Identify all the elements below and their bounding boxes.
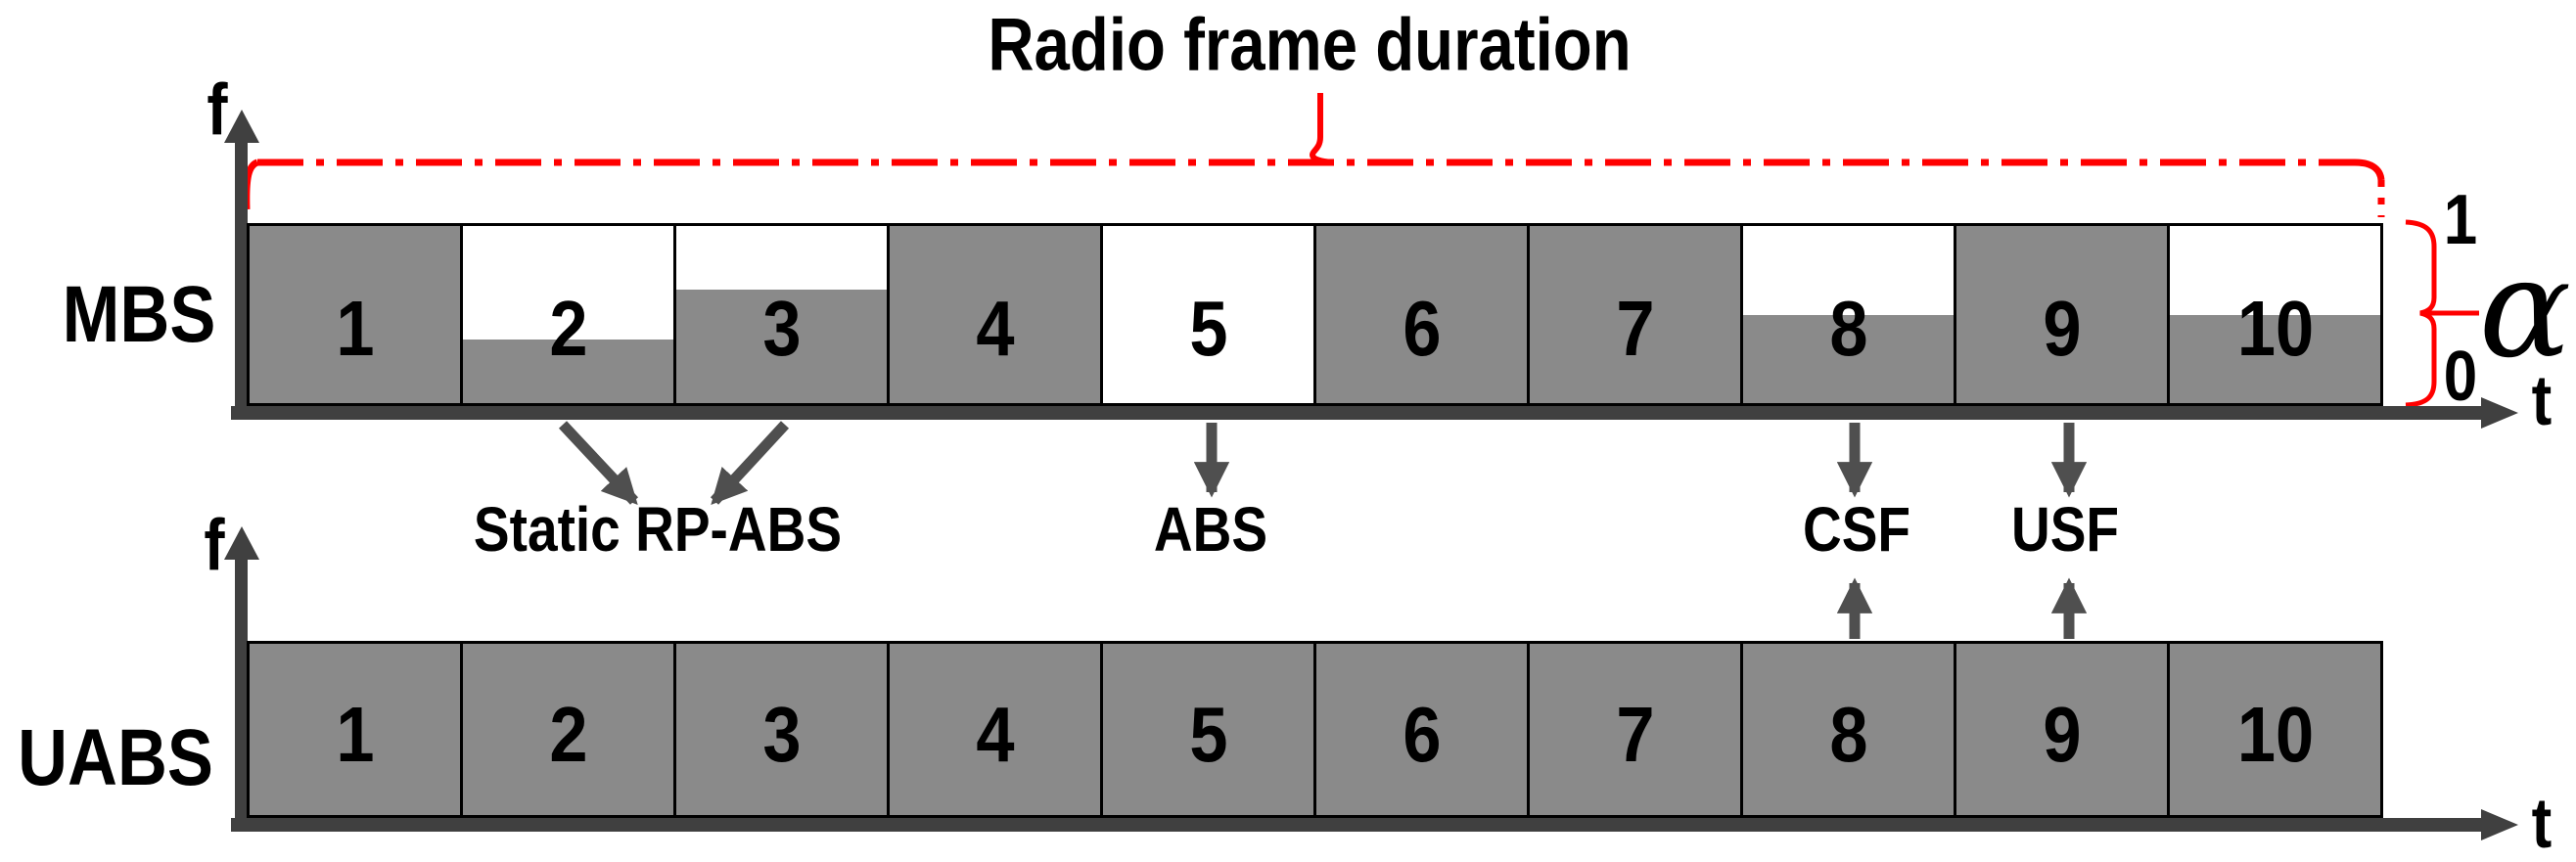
uabs-subframe-6-number: 6 xyxy=(1402,690,1442,778)
uabs-f-axis-label: f xyxy=(204,504,225,586)
mbs-subframe-4-number: 4 xyxy=(975,284,1015,372)
mbs-subframe-10-power-fill xyxy=(2170,314,2380,403)
mbs-row-label: MBS xyxy=(62,270,216,359)
uabs-subframe-8: 8 xyxy=(1743,644,1956,815)
mbs-subframe-7-power-fill xyxy=(1530,226,1740,403)
mbs-t-axis-arrowhead-icon xyxy=(2481,397,2518,429)
static-rp-abs-label: Static RP-ABS xyxy=(473,494,843,565)
uabs-subframe-10-power-fill xyxy=(2170,644,2380,815)
mbs-f-axis-label: f xyxy=(207,68,228,151)
mbs-subframe-4-power-fill xyxy=(890,226,1100,403)
duration-line-left-hook xyxy=(243,159,259,210)
uabs-subframe-7-power-fill xyxy=(1530,644,1740,815)
uabs-subframe-4-power-fill xyxy=(890,644,1100,815)
mbs-subframe-2-number: 2 xyxy=(548,284,588,372)
mbs-subframe-3: 3 xyxy=(676,226,890,403)
mbs-subframe-7-number: 7 xyxy=(1615,284,1655,372)
mbs-subframe-4: 4 xyxy=(890,226,1103,403)
uabs-subframe-1-number: 1 xyxy=(335,690,375,778)
uabs-subframe-9-number: 9 xyxy=(2042,690,2082,778)
power-scale-top-label: 1 xyxy=(2443,181,2478,259)
csf-label: CSF xyxy=(1802,494,1911,565)
mbs-t-axis-label: t xyxy=(2531,362,2553,440)
uabs-t-axis-arrowhead-icon xyxy=(2481,809,2518,840)
uabs-f-axis xyxy=(235,559,248,818)
diagram-title: Radio frame duration xyxy=(988,3,1632,87)
mbs-subframe-9-power-fill xyxy=(1956,226,2167,403)
mbs-subframe-7: 7 xyxy=(1530,226,1743,403)
mbs-subframe-9-number: 9 xyxy=(2042,284,2082,372)
mbs-subframe-3-power-fill xyxy=(676,290,887,403)
uabs-subframe-6: 6 xyxy=(1316,644,1530,815)
duration-line-right-corner xyxy=(2354,159,2385,181)
abs-label: ABS xyxy=(1153,494,1268,565)
uabs-subframe-7: 7 xyxy=(1530,644,1743,815)
mbs-t-axis xyxy=(231,406,2483,420)
mbs-subframe-5-number: 5 xyxy=(1188,284,1228,372)
mbs-f-axis xyxy=(235,142,248,406)
rp-abs-arrow-from-subframe-3 xyxy=(710,421,790,506)
uabs-subframe-7-number: 7 xyxy=(1615,690,1655,778)
mbs-subframe-8-number: 8 xyxy=(1828,284,1868,372)
mbs-subframe-1-power-fill xyxy=(250,226,460,403)
alpha-brace xyxy=(2405,219,2437,408)
uabs-subframe-5-power-fill xyxy=(1103,644,1313,815)
uabs-t-axis-label: t xyxy=(2531,785,2553,862)
mbs-subframe-1-number: 1 xyxy=(335,284,375,372)
uabs-subframe-10: 10 xyxy=(2170,644,2380,815)
mbs-subframe-2-power-fill xyxy=(463,339,673,403)
alpha-symbol: α xyxy=(2478,229,2572,389)
mbs-subframe-9: 9 xyxy=(1956,226,2170,403)
mbs-f-axis-arrowhead-icon xyxy=(224,110,259,143)
mbs-subframe-6-power-fill xyxy=(1316,226,1527,403)
mbs-subframe-2: 2 xyxy=(463,226,676,403)
mbs-subframe-5: 5 xyxy=(1103,226,1316,403)
uabs-subframe-8-number: 8 xyxy=(1828,690,1868,778)
uabs-subframe-4-number: 4 xyxy=(975,690,1015,778)
uabs-subframe-9-power-fill xyxy=(1956,644,2167,815)
uabs-t-axis xyxy=(231,818,2483,832)
uabs-subframe-1-power-fill xyxy=(250,644,460,815)
uabs-subframe-10-number: 10 xyxy=(2236,690,2314,778)
mbs-subframe-8: 8 xyxy=(1743,226,1956,403)
mbs-subframe-3-number: 3 xyxy=(761,284,802,372)
mbs-subframe-6-number: 6 xyxy=(1402,284,1442,372)
mbs-subframe-8-power-fill xyxy=(1743,314,1954,403)
uabs-subframe-8-power-fill xyxy=(1743,644,1954,815)
uabs-subframe-2-power-fill xyxy=(463,644,673,815)
usf-label: USF xyxy=(2010,494,2120,565)
uabs-subframe-3-power-fill xyxy=(676,644,887,815)
uabs-f-axis-arrowhead-icon xyxy=(224,526,259,560)
uabs-subframe-3-number: 3 xyxy=(761,690,802,778)
uabs-subframe-2-number: 2 xyxy=(548,690,588,778)
uabs-subframe-5: 5 xyxy=(1103,644,1316,815)
uabs-subframe-9: 9 xyxy=(1956,644,2170,815)
mbs-subframe-1: 1 xyxy=(250,226,463,403)
uabs-subframe-1: 1 xyxy=(250,644,463,815)
mbs-subframe-10-number: 10 xyxy=(2236,284,2314,372)
rp-abs-arrow-from-subframe-2 xyxy=(558,421,639,505)
power-scale-bottom-label: 0 xyxy=(2443,338,2478,416)
duration-title-pointer xyxy=(1309,93,1333,165)
mbs-subframe-6: 6 xyxy=(1316,226,1530,403)
uabs-subframe-5-number: 5 xyxy=(1188,690,1228,778)
uabs-subframe-6-power-fill xyxy=(1316,644,1527,815)
uabs-subframe-2: 2 xyxy=(463,644,676,815)
uabs-radio-frame: 1 2 3 4 5 6 7 8 xyxy=(247,641,2383,818)
uabs-row-label: UABS xyxy=(18,713,213,802)
mbs-radio-frame: 1 2 3 4 5 6 7 8 xyxy=(247,223,2383,406)
mbs-subframe-10: 10 xyxy=(2170,226,2380,403)
uabs-subframe-4: 4 xyxy=(890,644,1103,815)
uabs-subframe-3: 3 xyxy=(676,644,890,815)
